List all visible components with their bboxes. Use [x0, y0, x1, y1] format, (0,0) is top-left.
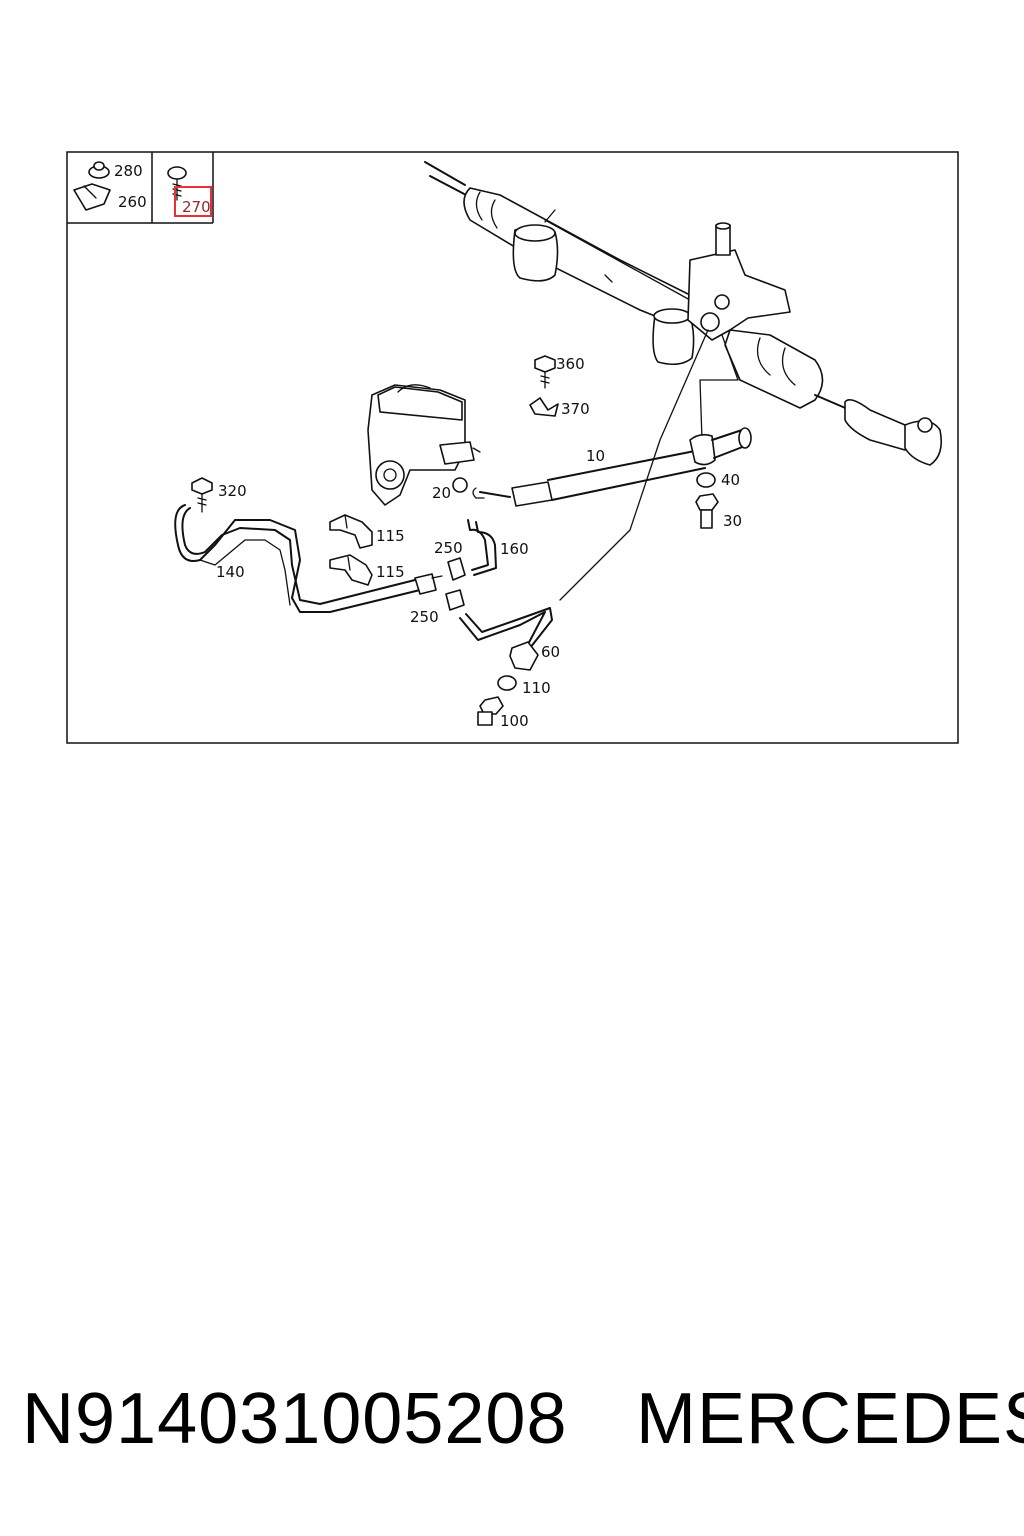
- callout-40: 40: [721, 471, 740, 489]
- power-steering-pump: [367, 384, 481, 506]
- washer-40: [696, 472, 716, 488]
- washer-110: [497, 675, 517, 691]
- callout-270: 270: [182, 198, 211, 216]
- nut-280-icon: [88, 161, 110, 179]
- callout-370: 370: [561, 400, 590, 418]
- callout-20: 20: [432, 484, 451, 502]
- callout-110: 110: [522, 679, 551, 697]
- clip-370: [529, 397, 559, 417]
- leader-line-rack-return: [699, 334, 739, 441]
- parts-diagram: 280 260 270 360 370 10 20 40 30 320 115 …: [66, 151, 959, 744]
- diagram-frame: [66, 151, 959, 744]
- callout-360: 360: [556, 355, 585, 373]
- steering-rack: [424, 161, 943, 466]
- callout-100: 100: [500, 712, 529, 730]
- banjo-bolt-100: [477, 696, 504, 726]
- callout-60: 60: [541, 643, 560, 661]
- washer-20: [452, 477, 468, 493]
- bolt-360: [534, 355, 556, 389]
- pressure-hose-10: [472, 427, 752, 507]
- clamp-115-lower: [329, 554, 373, 586]
- callout-160: 160: [500, 540, 529, 558]
- screw-320: [191, 477, 213, 513]
- callout-250-lower: 250: [410, 608, 439, 626]
- callout-30: 30: [723, 512, 742, 530]
- screw-270-icon: [167, 166, 187, 201]
- callout-260: 260: [118, 193, 147, 211]
- clamp-115-upper: [329, 514, 373, 549]
- banjo-bolt-30: [695, 493, 719, 529]
- leader-line-rack-pressure: [559, 329, 709, 601]
- clip-nut-260-icon: [73, 183, 111, 211]
- callout-140: 140: [216, 563, 245, 581]
- product-caption: N914031005208 MERCEDES: [0, 1378, 1024, 1488]
- highlight-box-270: [174, 186, 212, 217]
- part-number: N914031005208: [22, 1379, 568, 1459]
- legend-box: [67, 152, 214, 224]
- callout-280: 280: [114, 162, 143, 180]
- callout-10: 10: [586, 447, 605, 465]
- callout-115-lower: 115: [376, 563, 405, 581]
- callout-115-upper: 115: [376, 527, 405, 545]
- return-hose-60: [459, 607, 553, 671]
- callout-320: 320: [218, 482, 247, 500]
- clamp-250-upper: [447, 557, 466, 581]
- brand-name: MERCEDES: [636, 1379, 1024, 1459]
- return-pipe-140: [174, 504, 443, 613]
- callout-250-upper: 250: [434, 539, 463, 557]
- clamp-250-lower: [445, 589, 465, 611]
- hose-160: [467, 519, 497, 576]
